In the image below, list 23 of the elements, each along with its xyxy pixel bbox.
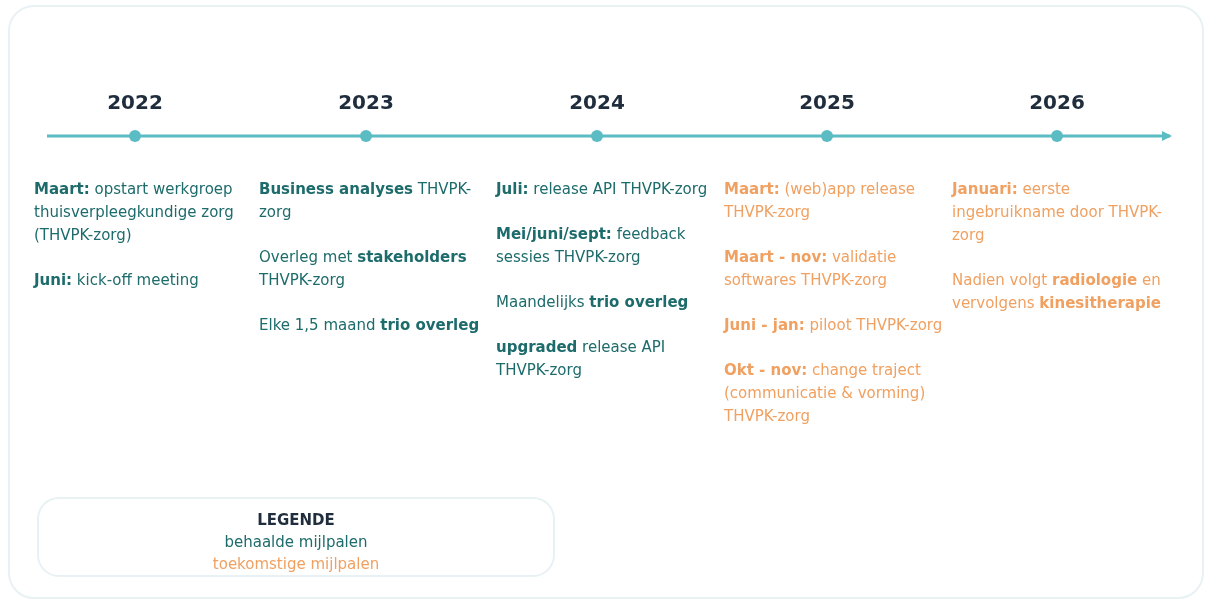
milestone-text: Maart: opstart werkgroep thuisverpleegkundige zorg (THVPK-zorg) [34, 179, 235, 246]
milestone-text: Nadien volgt radiologie en vervolgens kinesitherapie [952, 270, 1162, 314]
milestone-text: Overleg met stakeholders THVPK-zorg [259, 247, 468, 291]
year-label: 2023 [337, 90, 395, 114]
milestone-text: Elke 1,5 maand trio overleg [259, 315, 481, 336]
year-label: 2026 [1028, 90, 1086, 114]
year-label: 2022 [106, 90, 164, 114]
milestone-text: Business analyses THVPK-zorg [259, 179, 473, 223]
milestone-text: Maart - nov: validatie softwares THVPK-zorg [724, 247, 898, 291]
milestone-text: Maart: (web)app release THVPK-zorg [724, 179, 916, 223]
milestone-text: Maandelijks trio overleg [496, 292, 690, 313]
year-label: 2025 [798, 90, 856, 114]
milestone-text: upgraded release API THVPK-zorg [496, 337, 667, 381]
milestone-text: Juni - jan: piloot THVPK-zorg [724, 315, 944, 336]
milestone-text: Juni: kick-off meeting [34, 270, 200, 291]
milestone-text: Okt - nov: change traject (communicatie & vorming) THVPK-zorg [724, 360, 927, 427]
legend-entry: toekomstige mijlpalen [211, 554, 381, 575]
milestone-text: Januari: eerste ingebruikname door THVPK-zorg [952, 179, 1163, 246]
legend-title: LEGENDE [256, 510, 336, 531]
year-label: 2024 [568, 90, 626, 114]
milestone-text: Juli: release API THVPK-zorg [496, 179, 709, 200]
milestone-text: Mei/juni/sept: feedback sessies THVPK-zorg [496, 224, 687, 268]
legend-entry: behaalde mijlpalen [223, 532, 369, 553]
